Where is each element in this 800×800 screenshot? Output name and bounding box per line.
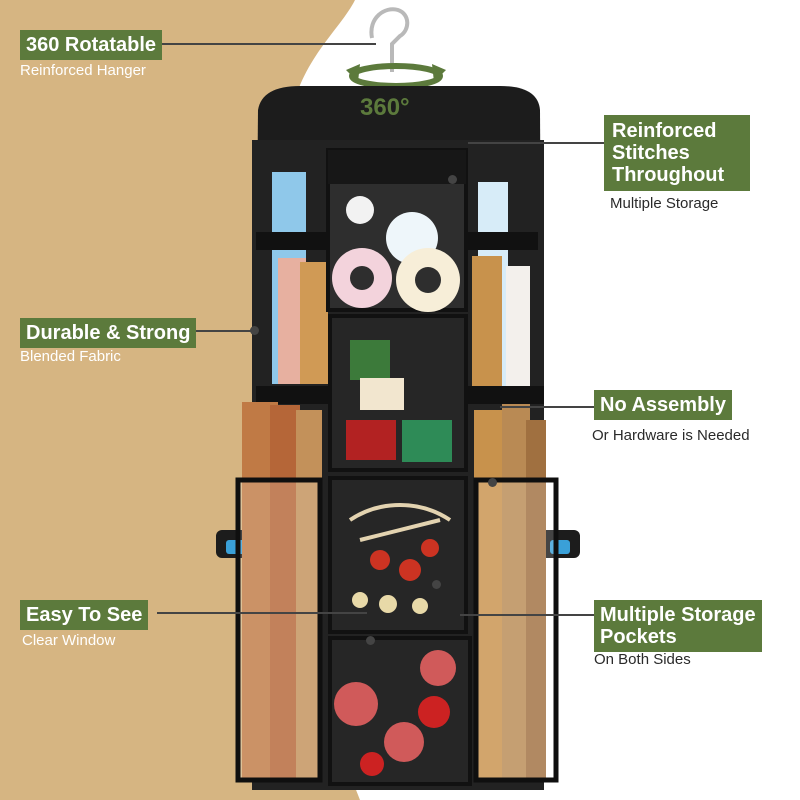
callout-rotatable-subtitle: Reinforced Hanger xyxy=(20,62,146,79)
callout-pockets-line-2: Pockets xyxy=(600,626,677,648)
callout-durable-subtitle: Blended Fabric xyxy=(20,348,121,365)
callout-easy-subtitle: Clear Window xyxy=(22,632,116,649)
callout-easy-badge: Easy To See xyxy=(20,600,149,630)
leader-dot xyxy=(448,175,457,184)
callout-rotatable-badge: 360 Rotatable xyxy=(20,30,163,60)
leader-line xyxy=(500,406,594,408)
rotate-arrows-icon xyxy=(346,63,446,89)
hanger-icon xyxy=(369,7,410,72)
callout-stitches-subtitle: Multiple Storage xyxy=(610,195,719,212)
callout-pockets-badge: Multiple Storage Pockets xyxy=(594,600,762,652)
callout-stitches-line-1: Reinforced xyxy=(612,120,717,142)
leader-dot xyxy=(432,580,441,589)
callout-rotatable-title: 360 Rotatable xyxy=(26,34,157,56)
callout-stitches-line-3: Throughout xyxy=(612,164,725,186)
leader-dot xyxy=(488,478,497,487)
callout-pockets-subtitle: On Both Sides xyxy=(594,651,691,668)
leader-dot xyxy=(250,326,259,335)
callout-stitches-line-2: Stitches xyxy=(612,142,690,164)
leader-line xyxy=(468,142,604,144)
rotation-label: 360° xyxy=(360,94,410,121)
callout-durable-title: Durable & Strong xyxy=(26,322,191,344)
callout-assembly-badge: No Assembly xyxy=(594,390,732,420)
leader-line xyxy=(157,612,367,614)
callout-stitches-badge: Reinforced Stitches Throughout xyxy=(604,115,750,191)
callout-pockets-line-1: Multiple Storage xyxy=(600,604,756,626)
callout-assembly-title: No Assembly xyxy=(600,394,726,416)
leader-line xyxy=(196,330,254,332)
leader-dot xyxy=(366,636,375,645)
callout-assembly-subtitle: Or Hardware is Needed xyxy=(592,427,750,444)
leader-line xyxy=(162,43,376,45)
callout-durable-badge: Durable & Strong xyxy=(20,318,197,348)
callout-easy-title: Easy To See xyxy=(26,604,143,626)
leader-line xyxy=(460,614,594,616)
